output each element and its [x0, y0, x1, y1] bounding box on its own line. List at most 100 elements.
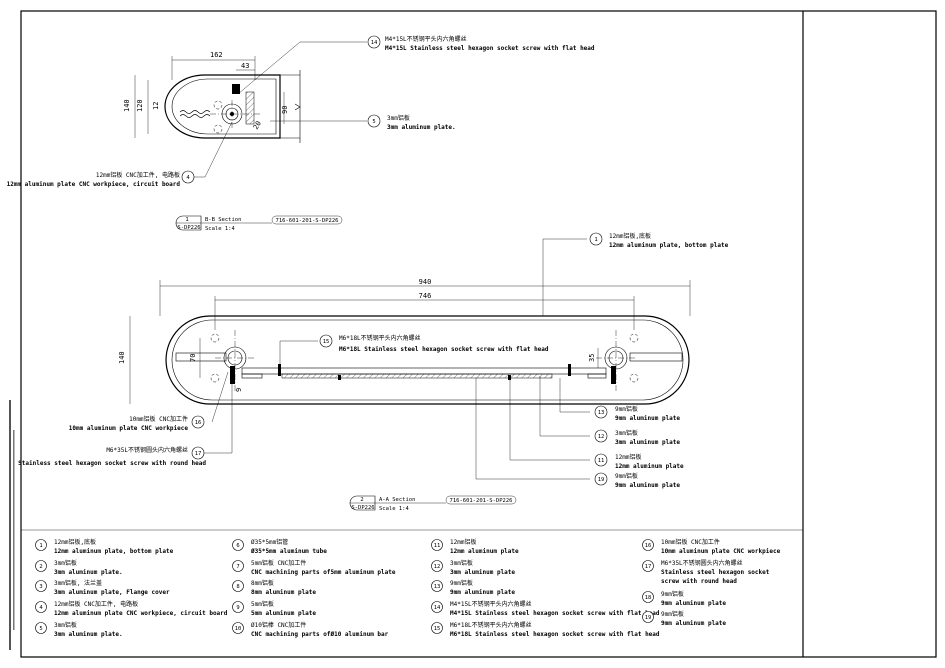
legend-en: 10mm aluminum plate CNC workpiece [661, 548, 781, 555]
legend-bubble [35, 580, 47, 592]
aa-callout-17: 17 M6*35L不锈钢圆头内六角螺丝 Stainless steel hexa… [18, 446, 206, 467]
dim-140: 140 [123, 99, 131, 112]
legend-cn: M4*15L不锈钢平头内六角螺丝 [450, 600, 532, 608]
parts-legend: 1 12mm铝板,底板 12mm aluminum plate, bottom pl… [35, 538, 781, 638]
callout-cn: M6*35L不锈钢圆头内六角螺丝 [106, 446, 188, 454]
legend-bubble [232, 622, 244, 634]
bb-callout-14: 14 M4*15L不锈钢平头内六角螺丝 M4*15L Stainless ste… [367, 35, 595, 52]
callout-cn: 12mm铝板,底板 [609, 232, 651, 240]
legend-cn: 9mm铝板 [661, 610, 684, 618]
legend-bubble [642, 560, 654, 572]
legend-en: 12mm aluminum plate, bottom plate [54, 548, 174, 555]
callout-cn: 10mm铝板 CNC加工件 [129, 415, 188, 423]
aa-section-title: 2 S-DP226 A-A Section Scale 1:4 716-601-… [349, 495, 517, 512]
callout-en: 9mm aluminum plate [615, 415, 680, 422]
callout-en: 12mm aluminum plate, bottom plate [609, 242, 729, 249]
callout-number: 17 [195, 451, 202, 457]
callout-cn: 3mm铝板 [615, 429, 638, 437]
dim-70: 70 [189, 354, 197, 362]
legend-cn: M6*18L不锈钢平头内六角螺丝 [450, 621, 532, 629]
dim-140: 140 [118, 351, 126, 364]
legend-cn: Ø10铝棒 CNC加工件 [251, 621, 306, 629]
callout-number: 16 [195, 420, 202, 426]
legend-bubble [642, 539, 654, 551]
dim-20: 20 [252, 120, 263, 131]
legend-en: 12mm aluminum plate [450, 548, 519, 555]
callout-en: M6*18L Stainless steel hexagon socket sc… [339, 346, 549, 353]
callout-en: 3mm aluminum plate [615, 439, 680, 446]
callout-number: 14 [371, 40, 378, 46]
legend-cn: 8mm铝板 [251, 579, 274, 587]
legend-cn: 3mm铝板 [54, 621, 77, 629]
bb-callout-4: 4 12mm铝板 CNC加工件, 电路板 12mm aluminum plate… [7, 170, 195, 188]
callout-number: 1 [594, 237, 597, 243]
legend-bubble [642, 611, 654, 623]
dim-162: 162 [210, 51, 223, 59]
callout-cn: 3mm铝板 [387, 114, 410, 122]
legend-en: M6*18L Stainless steel hexagon socket sc… [450, 631, 660, 638]
legend-cn: 3mm铝板, 法兰盖 [54, 579, 102, 587]
legend-cn: 12mm铝板 [450, 538, 476, 546]
legend-bubble [232, 601, 244, 613]
legend-cn: 10mm铝板 CNC加工件 [661, 538, 720, 546]
callout-number: 12 [598, 434, 605, 440]
legend-en: CNC machining parts ofØ10 aluminum bar [251, 631, 389, 638]
legend-en: 9mm aluminum plate [450, 589, 515, 596]
legend-item: 11 12mm铝板 12mm aluminum plate [431, 538, 519, 555]
legend-bubble [232, 560, 244, 572]
callout-en: 12mm aluminum plate CNC workpiece, circu… [7, 181, 181, 188]
legend-cn: 5mm铝板 CNC加工件 [251, 559, 306, 567]
dim-9: 9 [235, 388, 243, 392]
legend-bubble [431, 622, 443, 634]
section-sheet: S-DP226 [351, 505, 374, 511]
legend-number: 4 [39, 605, 43, 611]
legend-en: 8mm aluminum plate [251, 589, 316, 596]
legend-en: 5mm aluminum plate [251, 610, 316, 617]
legend-item: 19 9mm铝板 9mm aluminum plate [642, 610, 726, 627]
legend-number: 17 [645, 564, 652, 570]
legend-en: 3mm aluminum plate. [54, 631, 123, 638]
dim-43: 43 [241, 62, 249, 70]
legend-en: 12mm aluminum plate CNC workpiece, circu… [54, 610, 228, 617]
legend-bubble [232, 539, 244, 551]
legend-number: 5 [39, 626, 42, 632]
legend-bubble [431, 580, 443, 592]
callout-en: M4*15L Stainless steel hexagon socket sc… [385, 45, 595, 52]
legend-number: 1 [39, 543, 42, 549]
legend-cn: 3mm铝板 [54, 559, 77, 567]
dim-940: 940 [419, 278, 432, 286]
callout-en: 9mm aluminum plate [615, 482, 680, 489]
legend-number: 18 [645, 595, 652, 601]
legend-cn: 12mm铝板,底板 [54, 538, 96, 546]
legend-bubble [35, 539, 47, 551]
legend-number: 6 [236, 543, 239, 549]
legend-cn: M6*35L不锈钢圆头内六角螺丝 [661, 559, 743, 567]
legend-en: 9mm aluminum plate [661, 620, 726, 627]
legend-number: 11 [434, 543, 441, 549]
legend-bubble [35, 622, 47, 634]
callout-en: 3mm aluminum plate. [387, 124, 456, 131]
bb-section-view: 162 43 140 120 12 90 20 14 M4*15L不锈钢平头内六… [7, 35, 595, 232]
section-scale: Scale 1:4 [205, 226, 235, 232]
legend-en: 3mm aluminum plate [450, 569, 515, 576]
legend-bubble [35, 601, 47, 613]
callout-cn: 9mm铝板 [615, 405, 638, 413]
callout-cn: M6*18L不锈钢平头内六角螺丝 [339, 334, 421, 342]
legend-item: 5 3mm铝板 3mm aluminum plate. [35, 621, 123, 638]
legend-cn: 9mm铝板 [661, 590, 684, 598]
section-sheet: S-DP226 [177, 225, 200, 231]
legend-en: M4*15L Stainless steel hexagon socket sc… [450, 610, 660, 617]
callout-number: 19 [598, 477, 605, 483]
dim-12: 12 [152, 102, 160, 110]
section-name: A-A Section [379, 497, 415, 503]
section-number: 1 [185, 217, 188, 223]
legend-en: 3mm aluminum plate. [54, 569, 123, 576]
legend-number: 19 [645, 615, 652, 621]
section-ref: 716-601-201-S-DP226 [276, 218, 339, 224]
